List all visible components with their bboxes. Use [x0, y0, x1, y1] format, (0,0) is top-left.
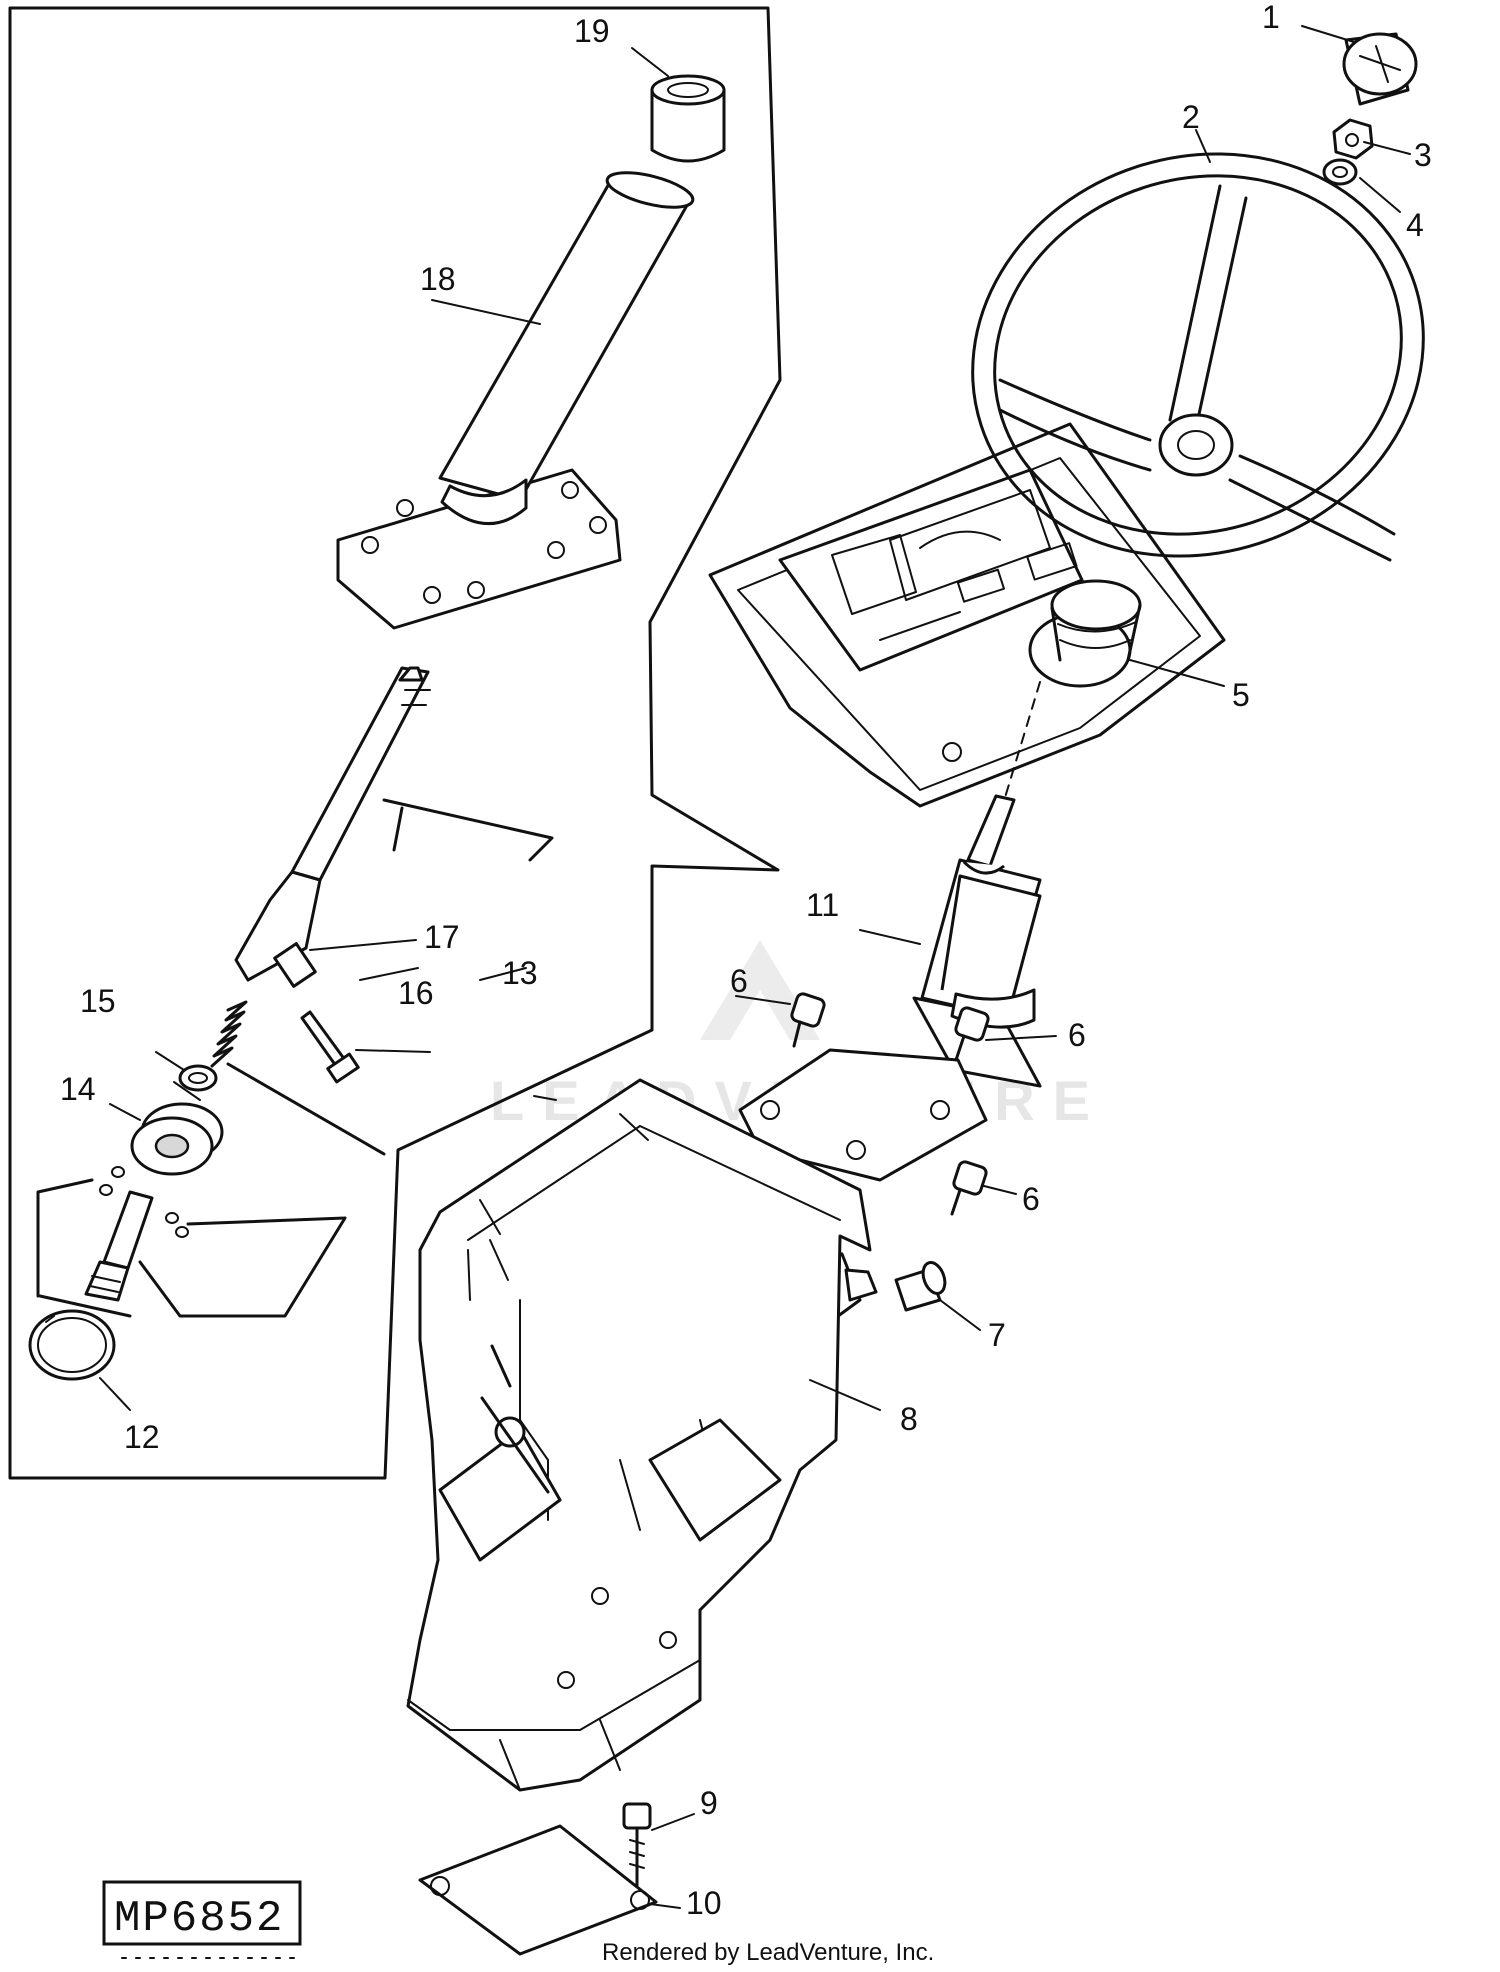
footer-credit: Rendered by LeadVenture, Inc. — [602, 1939, 934, 1966]
callout-6c: 6 — [1022, 1181, 1040, 1217]
bearing-14 — [130, 1062, 386, 1176]
steering-shaft-13 — [234, 666, 554, 982]
callout-7: 7 — [988, 1317, 1006, 1353]
callout-3: 3 — [1414, 137, 1432, 173]
bolt-6a — [790, 992, 826, 1048]
steering-wheel-2 — [971, 152, 1425, 562]
callout-18: 18 — [420, 261, 456, 297]
spring — [210, 1000, 248, 1068]
dashboard-5 — [708, 422, 1226, 815]
callout-19: 19 — [574, 13, 610, 49]
callout-6b: 6 — [1068, 1017, 1086, 1053]
column-tube-18 — [336, 171, 695, 630]
callout-5: 5 — [1232, 677, 1250, 713]
fitting-7 — [894, 1261, 947, 1312]
callout-4: 4 — [1406, 207, 1424, 243]
plate-10 — [418, 1824, 658, 1956]
callout-12: 12 — [124, 1419, 160, 1455]
bushing-19 — [650, 74, 726, 163]
callout-9: 9 — [700, 1785, 718, 1821]
support-frame — [406, 1078, 872, 1792]
washer-4 — [1322, 158, 1358, 186]
callout-15: 15 — [80, 983, 116, 1019]
callout-2: 2 — [1182, 99, 1200, 135]
callout-1: 1 — [1262, 0, 1280, 35]
nut-3 — [1332, 118, 1374, 160]
part-code-box: MP6852 — [102, 1880, 302, 1959]
callout-17: 17 — [424, 919, 460, 955]
leader-lines — [99, 25, 1411, 1909]
callout-8: 8 — [900, 1401, 918, 1437]
callout-14: 14 — [60, 1071, 96, 1107]
steering-column-11 — [738, 794, 1042, 1182]
snap-ring-15 — [178, 1064, 218, 1092]
lower-shaft — [36, 1166, 347, 1318]
callout-13: 13 — [502, 955, 538, 991]
callout-labels: 1 2 3 4 5 6 6 6 7 8 9 10 11 12 13 14 15 … — [60, 0, 1432, 1921]
part-code: MP6852 — [114, 1894, 284, 1944]
callout-6a: 6 — [730, 963, 748, 999]
callout-10: 10 — [686, 1885, 722, 1921]
bolt-9 — [622, 1802, 652, 1890]
pin-17 — [273, 942, 317, 988]
retaining-ring-12 — [28, 1309, 116, 1381]
callout-16: 16 — [398, 975, 434, 1011]
hub-cap-1 — [1342, 32, 1418, 106]
bolt-6c — [950, 1160, 988, 1216]
bolt-16 — [300, 1010, 431, 1084]
inset-boundary — [8, 6, 782, 1480]
bolt-6b — [954, 1006, 990, 1062]
callout-11: 11 — [806, 887, 839, 923]
